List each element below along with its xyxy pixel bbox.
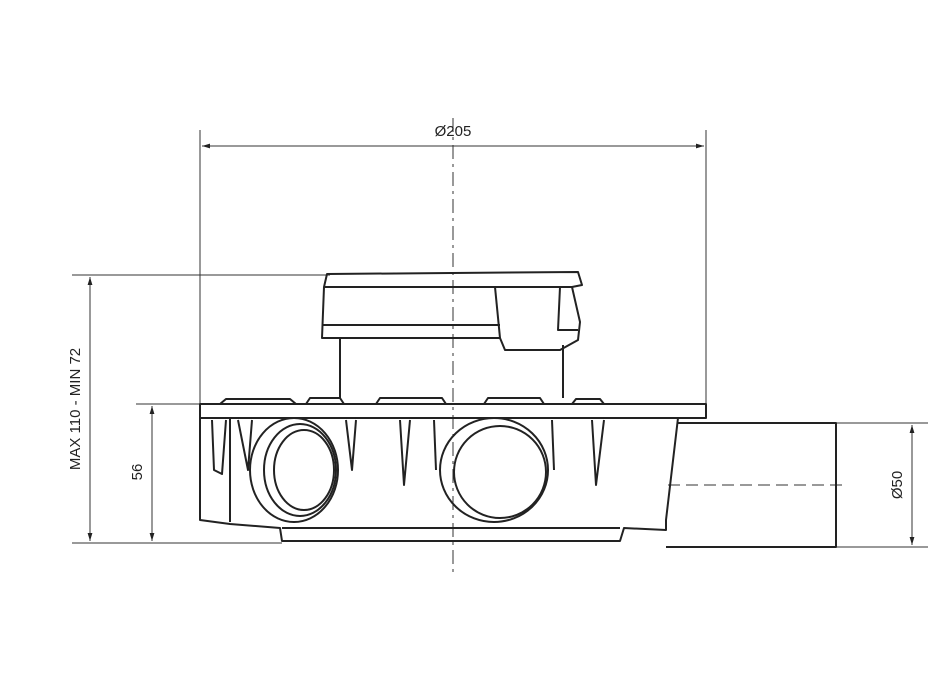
grate-cap [321, 271, 583, 351]
riser-neck [339, 338, 564, 398]
inlet-port-center [439, 417, 549, 523]
dimension-body-height: 56 [129, 403, 204, 541]
dimension-total-height: MAX 110 - MIN 72 [67, 274, 330, 544]
body-flange [199, 397, 707, 419]
dimension-label-total-height: MAX 110 - MIN 72 [67, 348, 84, 470]
inlet-port-left [249, 417, 339, 523]
outlet-pipe [666, 422, 837, 548]
dimension-label-top-width: Ø205 [435, 123, 472, 140]
dimension-top-width: Ø205 [199, 123, 707, 405]
drain-body [199, 417, 679, 542]
dimension-label-outlet-diameter: Ø50 [889, 471, 906, 499]
dimension-label-body-height: 56 [129, 464, 146, 481]
dimension-outlet-diameter: Ø50 [836, 422, 928, 548]
centerlines [452, 118, 845, 572]
